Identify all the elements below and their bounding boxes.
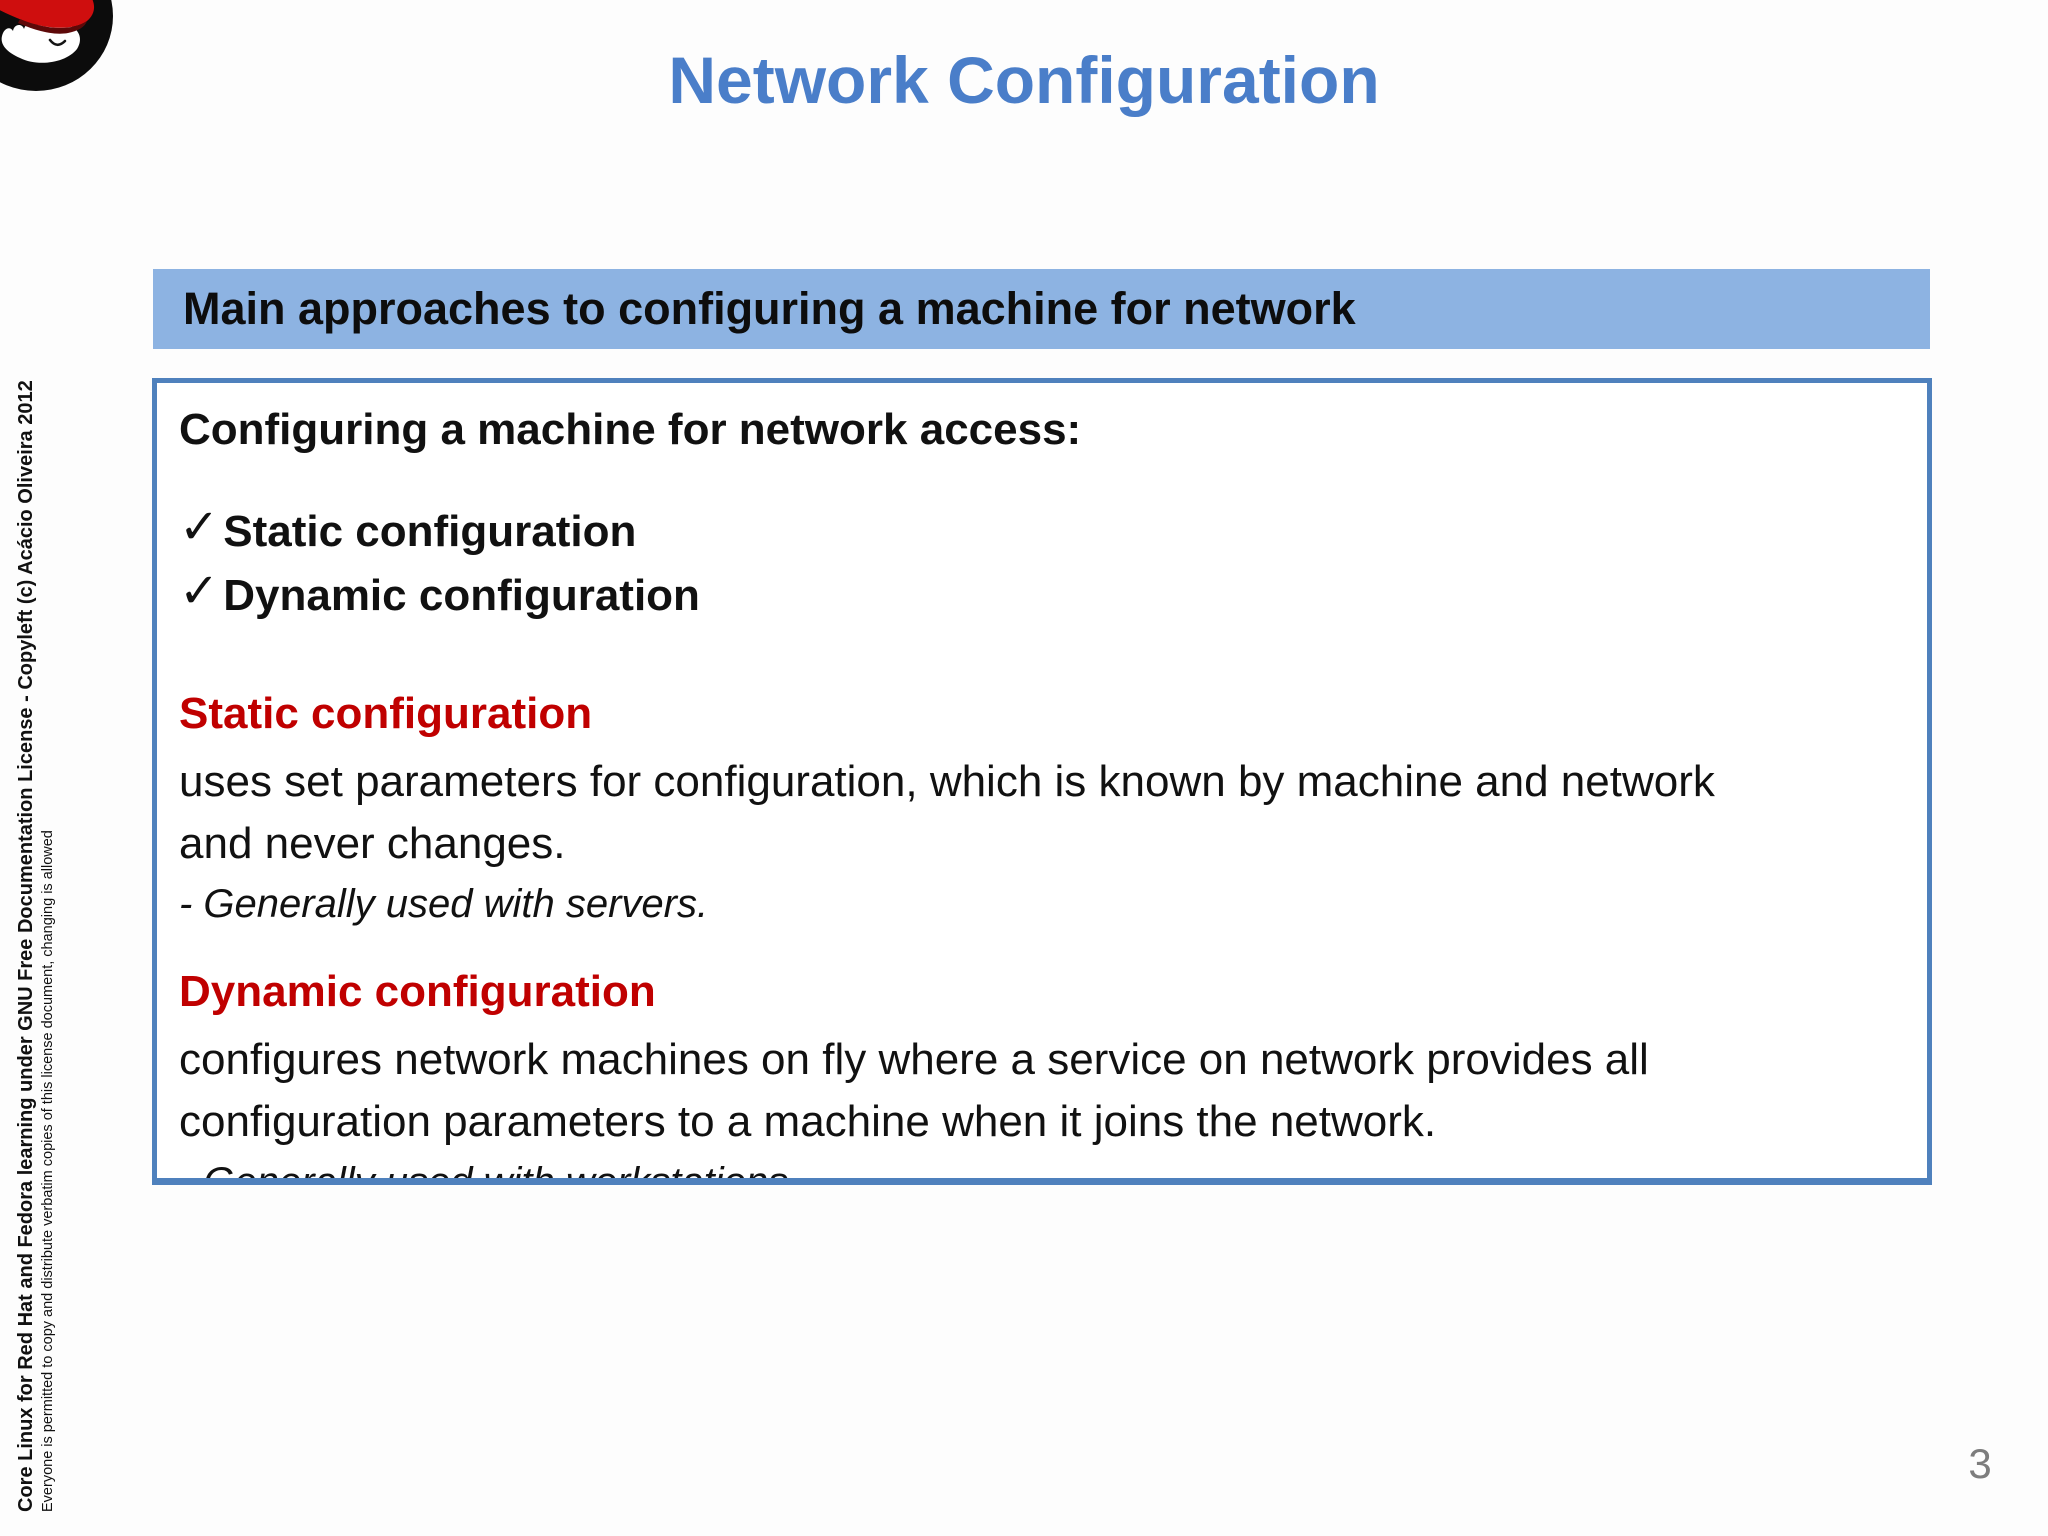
section-body-line: configures network machines on fly where… bbox=[179, 1035, 1649, 1084]
section-body-line: and never changes. bbox=[179, 819, 566, 868]
checklist-item-dynamic: ✓Dynamic configuration bbox=[179, 563, 1897, 627]
section-note: - Generally used with workstations. bbox=[179, 1160, 800, 1185]
section-header-label: Main approaches to configuring a machine… bbox=[183, 283, 1356, 334]
checklist-item-static: ✓Static configuration bbox=[179, 499, 1897, 563]
license-line-small: Everyone is permitted to copy and distri… bbox=[40, 830, 56, 1512]
section-body-line: configuration parameters to a machine wh… bbox=[179, 1097, 1437, 1146]
checklist-item-label: Static configuration bbox=[223, 507, 637, 556]
page-title: Network Configuration bbox=[668, 43, 1380, 117]
red-hat-logo-icon bbox=[0, 0, 113, 91]
section-heading: Dynamic configuration bbox=[179, 967, 656, 1016]
content-box: Configuring a machine for network access… bbox=[152, 378, 1932, 1185]
page-number: 3 bbox=[1968, 1440, 1992, 1487]
license-sidebar: Core Linux for Red Hat and Fedora learni… bbox=[14, 380, 58, 1512]
section-note: - Generally used with servers. bbox=[179, 882, 709, 926]
approach-checklist: ✓Static configuration ✓Dynamic configura… bbox=[179, 499, 1897, 627]
section-static-configuration: Static configuration uses set parameters… bbox=[179, 689, 1897, 927]
section-header-bar: Main approaches to configuring a machine… bbox=[153, 269, 1930, 349]
intro-heading: Configuring a machine for network access… bbox=[179, 405, 1082, 454]
section-body-line: uses set parameters for configuration, w… bbox=[179, 757, 1715, 806]
section-heading: Static configuration bbox=[179, 689, 593, 738]
checkmark-icon: ✓ bbox=[179, 565, 220, 618]
license-line-bold: Core Linux for Red Hat and Fedora learni… bbox=[15, 380, 37, 1512]
checklist-item-label: Dynamic configuration bbox=[223, 571, 700, 620]
checkmark-icon: ✓ bbox=[179, 501, 220, 554]
section-dynamic-configuration: Dynamic configuration configures network… bbox=[179, 967, 1897, 1185]
